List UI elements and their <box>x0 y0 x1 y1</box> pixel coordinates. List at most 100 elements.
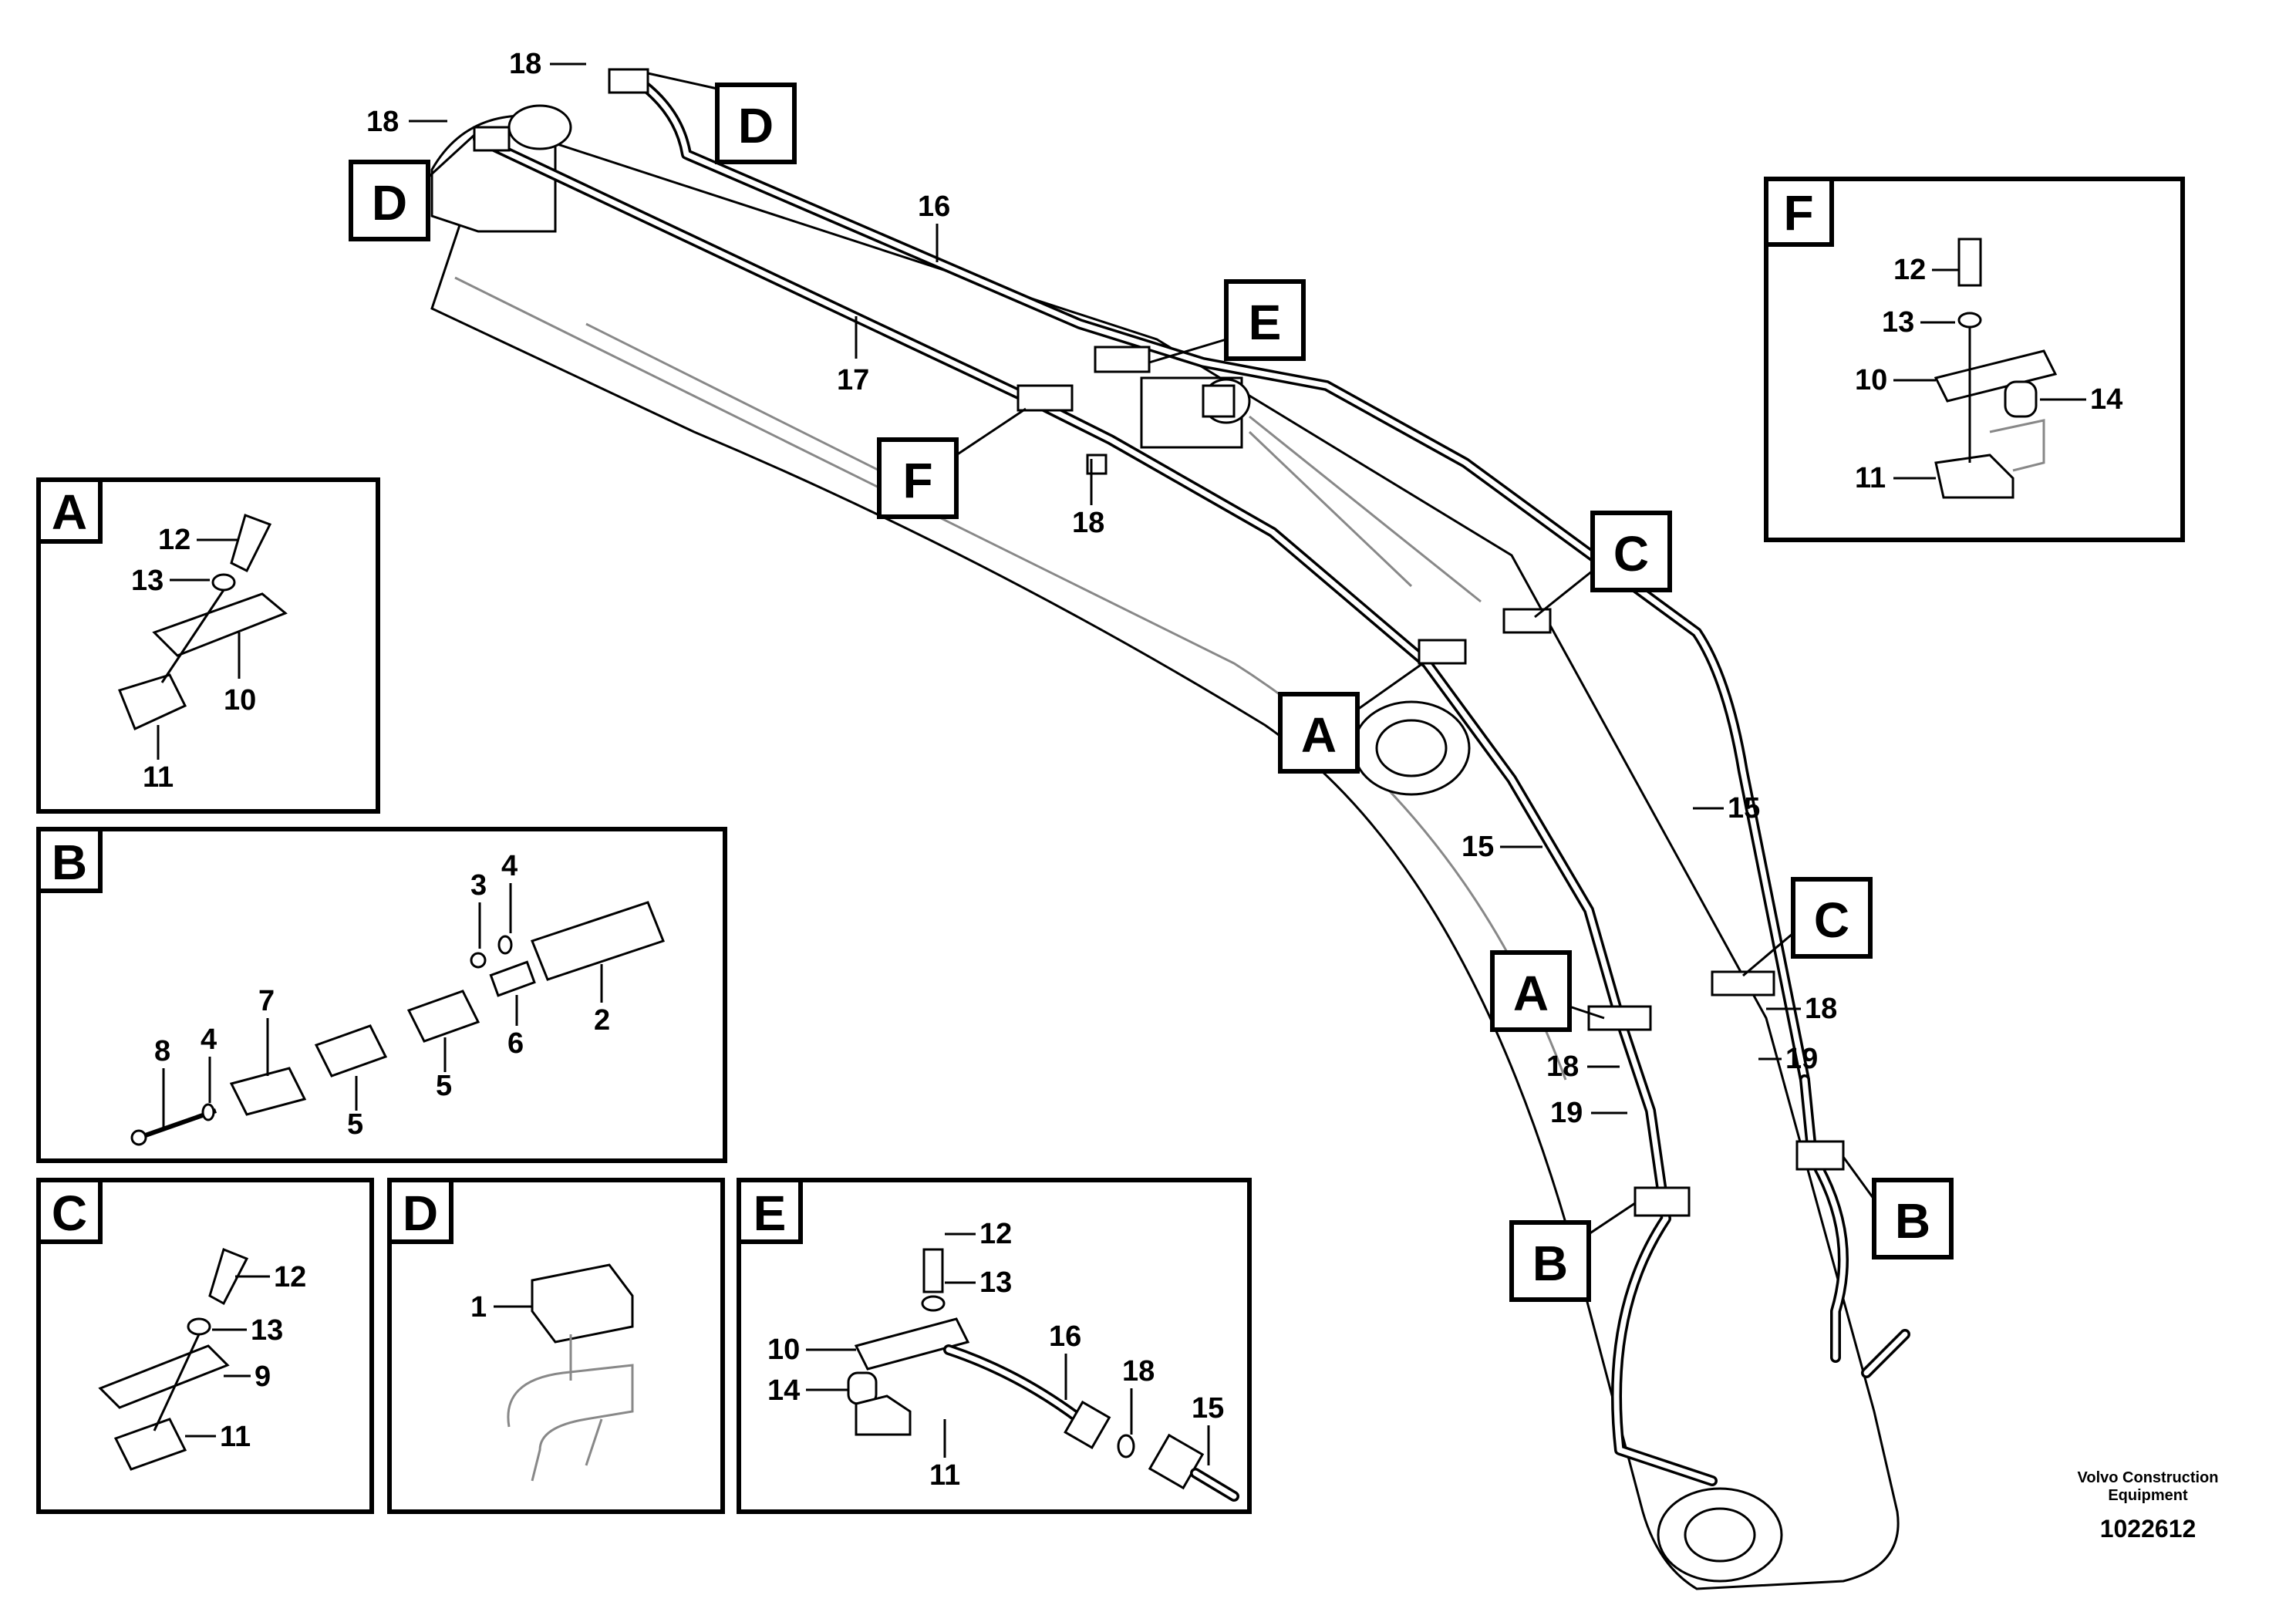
fitting-16 <box>1064 1400 1111 1449</box>
washer-13 <box>1957 312 1982 329</box>
bracket-2 <box>531 901 665 981</box>
bolt-12 <box>1957 238 1982 287</box>
o-ring-18 <box>1117 1434 1135 1458</box>
svg-text:13: 13 <box>979 1266 1012 1299</box>
callout-B-left: B <box>1509 1202 1636 1302</box>
svg-text:C: C <box>1613 526 1649 582</box>
svg-text:10: 10 <box>224 684 256 717</box>
svg-text:13: 13 <box>251 1314 283 1347</box>
footer: Volvo Construction Equipment 1022612 <box>2078 1469 2219 1543</box>
svg-text:8: 8 <box>154 1035 170 1067</box>
washer-13 <box>921 1295 946 1312</box>
svg-text:12: 12 <box>1893 254 1926 286</box>
svg-text:B: B <box>1532 1236 1568 1291</box>
callout-A-lower: A <box>1490 950 1605 1032</box>
block-5-right <box>406 990 480 1043</box>
svg-text:10: 10 <box>1855 364 1887 396</box>
detail-C: C 12 13 9 11 <box>36 1178 374 1514</box>
label-18-top: 18 <box>509 48 541 80</box>
washer-13 <box>187 1317 211 1336</box>
svg-text:5: 5 <box>436 1070 452 1102</box>
svg-text:13: 13 <box>1882 306 1914 339</box>
svg-text:11: 11 <box>929 1459 960 1492</box>
bolt-12 <box>208 1247 249 1306</box>
svg-text:A: A <box>52 484 87 540</box>
svg-text:A: A <box>1513 966 1549 1021</box>
clamp-base-11 <box>118 673 187 731</box>
svg-text:5: 5 <box>347 1108 363 1141</box>
brand-line-1: Volvo Construction <box>2078 1469 2219 1486</box>
label-19-left: 19 <box>1550 1097 1583 1129</box>
svg-text:18: 18 <box>1122 1355 1155 1388</box>
svg-text:7: 7 <box>258 985 275 1017</box>
svg-text:6: 6 <box>507 1027 524 1060</box>
svg-text:14: 14 <box>2090 383 2122 416</box>
svg-text:11: 11 <box>1855 462 1886 494</box>
bolt-3 <box>470 952 487 969</box>
detail-A: A 12 13 10 11 <box>36 477 380 814</box>
svg-text:F: F <box>902 453 932 508</box>
label-18-left: 18 <box>366 106 399 138</box>
detail-B: B 3 4 2 6 5 5 7 4 8 <box>36 827 727 1163</box>
callout-E: E <box>1148 279 1306 364</box>
svg-text:16: 16 <box>1049 1320 1081 1353</box>
svg-text:10: 10 <box>767 1334 800 1366</box>
label-18-left-low: 18 <box>1546 1050 1579 1083</box>
svg-text:11: 11 <box>143 761 174 794</box>
svg-text:4: 4 <box>501 850 518 882</box>
svg-text:3: 3 <box>470 869 487 902</box>
brand-line-2: Equipment <box>2108 1487 2188 1504</box>
bolt-8 <box>130 1129 147 1146</box>
washer-4-upper <box>497 935 513 955</box>
boom-body <box>430 104 1900 1590</box>
label-17: 17 <box>837 364 869 396</box>
svg-text:F: F <box>1783 185 1813 241</box>
callout-A-upper: A <box>1278 662 1424 774</box>
callout-B-right: B <box>1842 1156 1954 1259</box>
svg-text:D: D <box>372 175 407 231</box>
clamp-1 <box>531 1263 634 1344</box>
label-19-right: 19 <box>1785 1043 1818 1075</box>
bolt-12 <box>230 514 272 573</box>
svg-text:13: 13 <box>131 565 164 597</box>
svg-text:A: A <box>1301 707 1337 763</box>
label-15-left: 15 <box>1462 831 1494 863</box>
svg-text:C: C <box>1814 892 1849 948</box>
detail-E: E 12 13 10 14 11 16 18 15 <box>737 1178 1252 1514</box>
svg-text:B: B <box>52 835 87 890</box>
svg-text:9: 9 <box>255 1361 271 1393</box>
svg-text:E: E <box>754 1185 787 1241</box>
callout-F-main: F <box>877 407 1027 519</box>
clamp-top-10 <box>152 592 288 657</box>
boom-clamps <box>473 68 1845 1217</box>
label-18-right: 18 <box>1805 993 1837 1025</box>
main-part-labels: 18 18 16 17 18 15 15 18 18 19 19 <box>366 48 1837 1129</box>
svg-text:12: 12 <box>274 1261 306 1293</box>
svg-text:1: 1 <box>470 1291 487 1324</box>
spacer-6 <box>489 960 536 997</box>
svg-text:B: B <box>1895 1193 1930 1249</box>
callout-C-lower: C <box>1742 877 1873 977</box>
svg-text:E: E <box>1249 295 1282 350</box>
svg-text:11: 11 <box>220 1421 251 1453</box>
svg-text:12: 12 <box>158 524 190 556</box>
svg-text:15: 15 <box>1192 1392 1224 1425</box>
clamp-base-11 <box>1934 454 2014 499</box>
svg-text:D: D <box>403 1185 438 1241</box>
callout-C-upper: C <box>1534 511 1672 619</box>
bolt-12 <box>922 1248 944 1293</box>
label-15-right: 15 <box>1728 792 1760 824</box>
plate-7 <box>229 1067 307 1116</box>
svg-text:2: 2 <box>594 1004 610 1037</box>
plug-14 <box>2004 380 2038 418</box>
svg-text:12: 12 <box>979 1218 1012 1250</box>
washer-13 <box>211 573 236 592</box>
label-18-mid: 18 <box>1072 507 1104 539</box>
callout-D-left: D <box>349 133 476 241</box>
drawing-number: 1022612 <box>2100 1515 2197 1543</box>
hose-routing <box>473 72 1910 1486</box>
svg-text:D: D <box>738 98 774 153</box>
detail-F: F 12 13 10 14 11 <box>1764 177 2185 542</box>
clamp-top-10 <box>854 1317 970 1371</box>
